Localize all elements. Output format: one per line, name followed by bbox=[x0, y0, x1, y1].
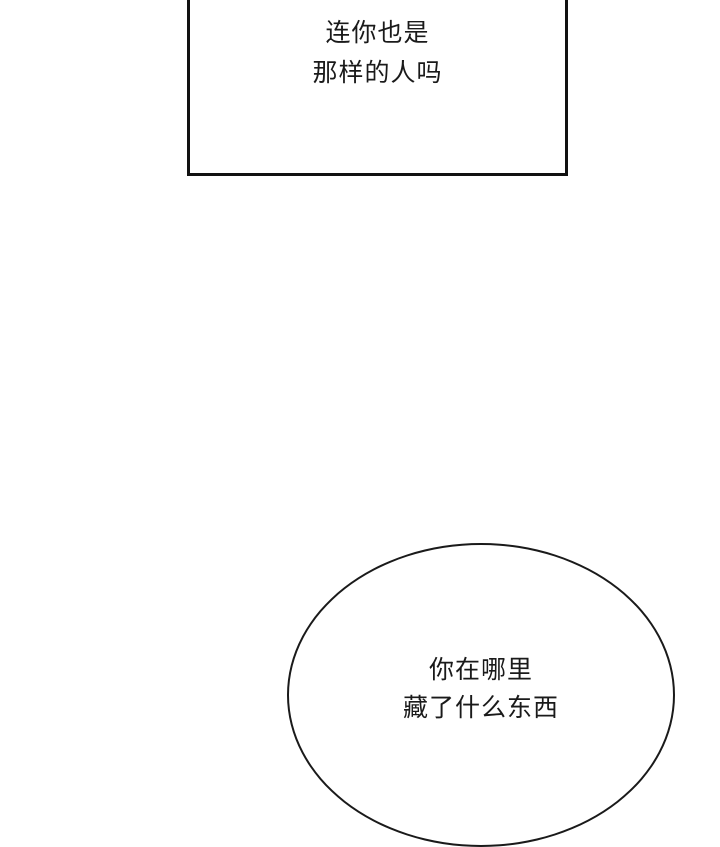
speech-line-2: 藏了什么东西 bbox=[402, 693, 559, 722]
speech-text: 你在哪里 藏了什么东西 bbox=[289, 651, 673, 727]
narration-line-1: 连你也是 bbox=[325, 18, 430, 47]
narration-text: 连你也是 那样的人吗 bbox=[190, 13, 565, 93]
speech-bubble: 你在哪里 藏了什么东西 bbox=[287, 543, 675, 847]
narration-line-2: 那样的人吗 bbox=[312, 58, 443, 87]
narration-box: 连你也是 那样的人吗 bbox=[187, 0, 568, 176]
speech-line-1: 你在哪里 bbox=[428, 655, 533, 684]
